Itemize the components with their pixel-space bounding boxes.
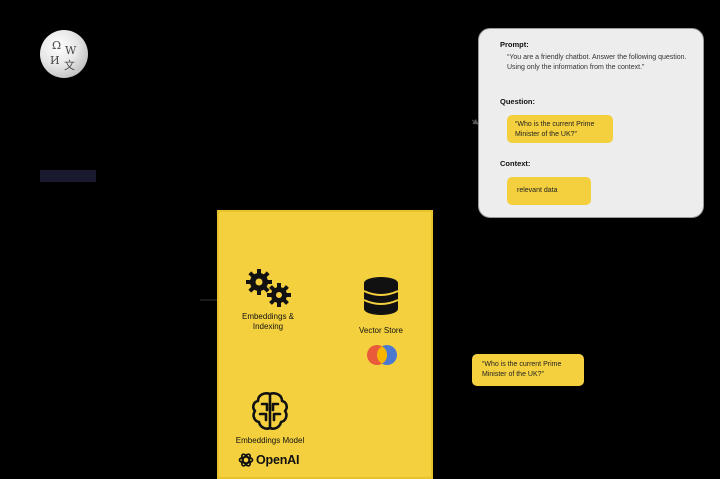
question-heading: Question: (500, 97, 535, 106)
prompt-heading: Prompt: (500, 40, 529, 49)
arrow-card-pointer (471, 118, 479, 125)
context-heading: Context: (500, 159, 531, 168)
openai-wordmark: OpenAI (256, 453, 300, 467)
dark-banner (40, 170, 96, 182)
embeddings-indexing-label: Embeddings & Indexing (241, 312, 295, 331)
vector-store-logo-icon (367, 345, 397, 365)
vector-store-label: Vector Store (358, 326, 404, 335)
openai-logo-icon (238, 453, 254, 467)
context-pill: relevant data (507, 177, 591, 205)
wikipedia-logo-icon: Ω W И 文 (40, 30, 88, 78)
database-icon (363, 277, 399, 315)
openai-logo: OpenAI (238, 452, 299, 468)
question-pill: “Who is the current Prime Minister of th… (507, 115, 613, 143)
indexing-panel (217, 210, 433, 479)
gears-icon (246, 269, 291, 307)
prompt-card: Prompt: “You are a friendly chatbot. Ans… (478, 28, 704, 218)
brain-icon (252, 392, 288, 430)
user-question-pill: “Who is the current Prime Minister of th… (472, 354, 584, 386)
prompt-text: “You are a friendly chatbot. Answer the … (507, 54, 687, 71)
embeddings-model-label: Embeddings Model (235, 436, 305, 445)
